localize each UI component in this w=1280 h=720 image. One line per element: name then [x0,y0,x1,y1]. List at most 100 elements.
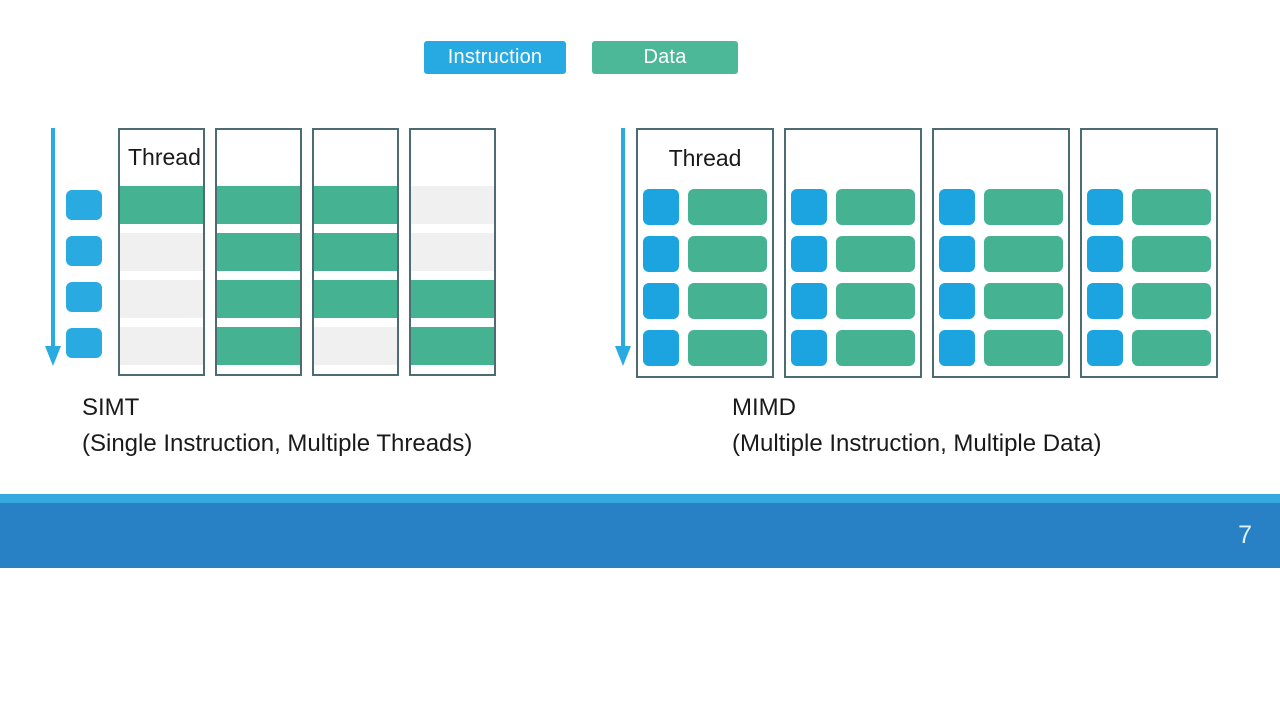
data-cell [217,327,300,365]
thread-column [932,128,1070,378]
thread-row [934,329,1068,367]
caption-expansion-mimd: (Multiple Instruction, Multiple Data) [732,429,1102,457]
thread-row [786,282,920,320]
thread-column-label [314,130,397,184]
thread-column-body [217,184,300,374]
thread-column-body [638,186,772,376]
footer-accent-strip [0,494,1280,503]
instruction-block [1087,283,1123,319]
data-block [688,330,767,366]
thread-row [638,282,772,320]
data-cell [411,327,494,365]
legend-label-instruction: Instruction [447,46,543,68]
data-block [688,283,767,319]
legend-label-data: Data [643,46,687,68]
data-cell [120,186,203,224]
caption-acronym-simt: SIMT [82,394,140,421]
thread-row [1082,329,1216,367]
data-block [984,330,1063,366]
mimd-diagram: Thread [610,128,1218,378]
data-block [1132,189,1211,225]
arrow-head [45,346,61,366]
legend-item-data: Data [592,41,738,74]
instruction-block [1087,236,1123,272]
data-cell [411,186,494,224]
instruction-block [939,189,975,225]
data-block [984,283,1063,319]
thread-row [934,188,1068,226]
thread-column: Thread [636,128,774,378]
data-block [1132,283,1211,319]
thread-column: Thread [118,128,205,376]
instruction-block [1087,189,1123,225]
data-cell [120,327,203,365]
arrow-head [615,346,631,366]
thread-column [784,128,922,378]
slide-footer: 7 [0,494,1280,568]
data-cell [217,280,300,318]
data-cell [314,186,397,224]
simt-shared-instruction-column [66,128,108,358]
thread-row [786,188,920,226]
arrow-shaft [51,128,55,348]
instruction-block [791,283,827,319]
thread-row [638,235,772,273]
instruction-block [939,330,975,366]
caption-simt: SIMT (Single Instruction, Multiple Threa… [82,390,472,461]
thread-column-body [934,186,1068,376]
caption-expansion-simt: (Single Instruction, Multiple Threads) [82,429,473,457]
thread-row [1082,188,1216,226]
panel-mimd: Thread [610,128,1218,378]
data-block [688,189,767,225]
data-cell [314,327,397,365]
thread-column-body [120,184,203,374]
data-block [688,236,767,272]
data-cell [314,280,397,318]
data-block [984,189,1063,225]
thread-row [934,235,1068,273]
caption-acronym-mimd: MIMD [732,394,796,421]
thread-column-label [934,130,1068,186]
instruction-block [66,328,102,358]
thread-column-label: Thread [128,143,201,170]
instruction-block [66,236,102,266]
legend-item-instruction: Instruction [424,41,566,74]
instruction-block [643,189,679,225]
instruction-block [791,189,827,225]
legend: Instruction Data [424,41,738,74]
footer-bar: 7 [0,503,1280,568]
thread-row [934,282,1068,320]
simt-thread-columns: Thread [118,128,496,376]
data-block [836,236,915,272]
thread-column [312,128,399,376]
down-arrow-icon [610,128,636,370]
thread-row [1082,235,1216,273]
thread-column-body [314,184,397,374]
thread-row [786,235,920,273]
thread-column-label [1082,130,1216,186]
thread-column-body [1082,186,1216,376]
data-block [836,189,915,225]
thread-column-label [786,130,920,186]
data-cell [120,280,203,318]
instruction-block [1087,330,1123,366]
data-block [984,236,1063,272]
thread-column [409,128,496,376]
instruction-block [66,282,102,312]
instruction-block [791,330,827,366]
instruction-block [643,236,679,272]
instruction-block [66,190,102,220]
data-cell [217,186,300,224]
thread-row [786,329,920,367]
instruction-block [643,330,679,366]
data-block [1132,236,1211,272]
thread-column [1080,128,1218,378]
thread-column-label: Thread [668,144,742,171]
data-cell [411,233,494,271]
data-cell [120,233,203,271]
down-arrow-icon [40,128,66,370]
instruction-block [939,283,975,319]
instruction-block [791,236,827,272]
arrow-shaft [621,128,625,348]
thread-column [215,128,302,376]
